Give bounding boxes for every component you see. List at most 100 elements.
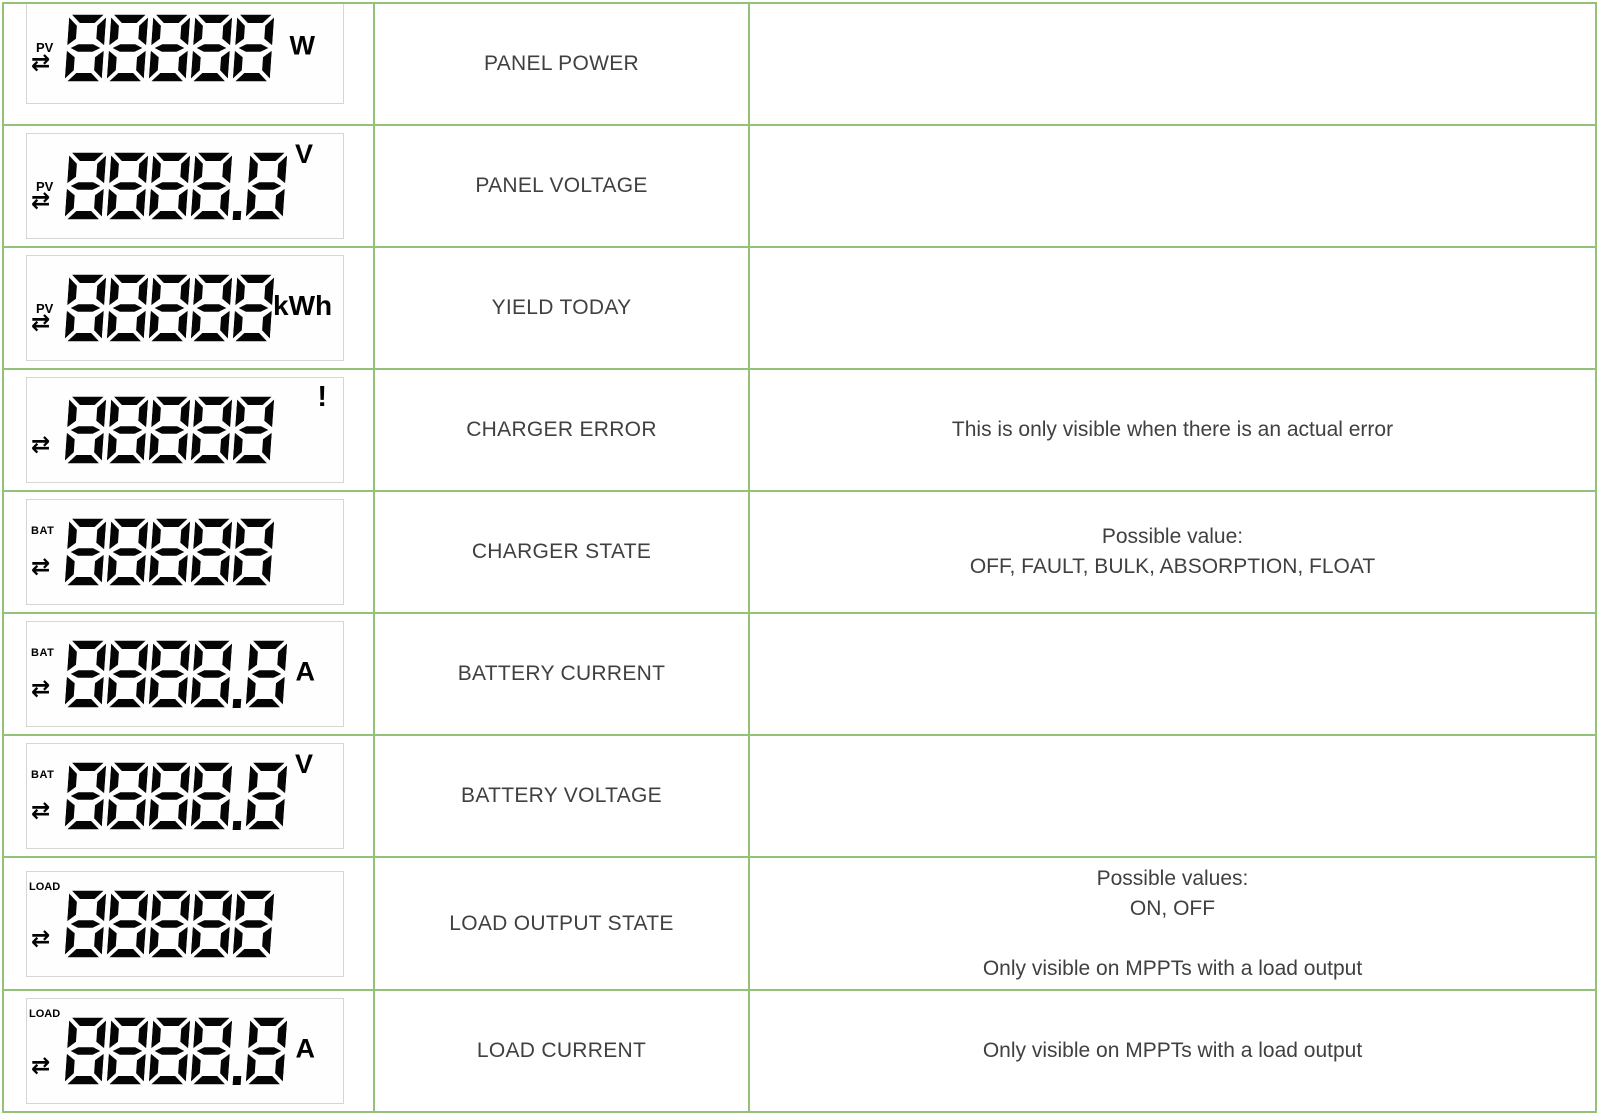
bat-indicator-label: BAT [31,647,55,659]
seven-segment-digit [190,518,233,586]
lcd-screen: LOAD ⇄ A [26,998,344,1104]
seven-segment-digit [64,152,107,220]
unit-label: V [294,749,313,779]
decimal-point-dot [232,699,242,708]
seven-segment-digit [245,640,288,708]
pv-indicator-label: PV [36,178,54,194]
table-row: PV⇄ kWh YIELD TODAY [2,246,1597,370]
seven-segment-digits [64,639,288,709]
bidirectional-arrows-icon: ⇄ [31,49,51,76]
lcd-display: BAT⇄ [4,499,373,605]
label-cell: LOAD CURRENT [373,989,750,1113]
error-exclamation-icon: ! [317,381,327,413]
display-label: BATTERY CURRENT [457,662,666,685]
seven-segment-digits [64,761,288,831]
lcd-screen: PV⇄ W [26,4,344,104]
table-row: BAT⇄A BATTERY CURRENT [2,612,1597,736]
display-cell: PV⇄V [2,124,375,248]
description-cell: Only visible on MPPTs with a load output [748,989,1597,1113]
label-cell: CHARGER ERROR [373,368,750,492]
seven-segment-digit [148,396,191,464]
seven-segment-digit [148,274,191,342]
lcd-screen: BAT ⇄ V [26,743,344,849]
seven-segment-digit [232,396,275,464]
label-cell: BATTERY VOLTAGE [373,734,750,858]
display-label: CHARGER ERROR [466,418,657,441]
lcd-screen: PV⇄ kWh [26,255,344,361]
unit-label: A [295,1033,316,1064]
description-line: Only visible on MPPTs with a load output [982,956,1363,980]
bat-indicator-label: BAT [31,769,55,781]
display-cell: LOAD ⇄ A [2,989,375,1113]
lcd-indicator-zone: LOAD ⇄ [27,872,67,976]
unit-label: kWh [273,290,333,321]
seven-segment-digit [232,14,275,81]
table-row: ⇄! CHARGER ERROR This is only visible when… [2,368,1597,492]
description-cell: Possible value:OFF, FAULT, BULK, ABSORPT… [748,490,1597,614]
load-indicator-label: LOAD [29,1008,61,1021]
lcd-indicator-zone: LOAD ⇄ [27,999,67,1103]
label-cell: LOAD OUTPUT STATE [373,856,750,991]
seven-segment-digit [245,762,288,830]
seven-segment-digit [190,640,233,708]
seven-segment-digit [232,518,275,586]
seven-segment-digit [64,1017,107,1085]
table-row: PV⇄ W PANEL POWER [2,2,1597,126]
description-line: OFF, FAULT, BULK, ABSORPTION, FLOAT [969,555,1376,578]
display-label: PANEL POWER [484,52,639,75]
lcd-display: ⇄! [4,377,373,483]
seven-segment-digit [190,1017,233,1085]
lcd-indicator-zone: PV⇄ [27,4,67,103]
seven-segment-digit [190,274,233,342]
description-line: This is only visible when there is an ac… [951,418,1394,441]
seven-segment-digit [64,762,107,830]
label-cell: PANEL POWER [373,2,750,126]
seven-segment-digits [64,517,275,587]
display-cell: BAT ⇄ V [2,734,375,858]
lcd-indicator-zone: PV⇄ [27,134,67,238]
lcd-indicator-zone: PV⇄ [27,256,67,360]
seven-segment-digits [64,889,275,959]
label-cell: PANEL VOLTAGE [373,124,750,248]
bidirectional-arrows-icon: ⇄ [31,554,51,581]
pv-indicator-label: PV [36,300,54,316]
unit-label: W [289,29,315,60]
seven-segment-digit [148,152,191,220]
bidirectional-arrows-icon: ⇄ [31,925,51,952]
seven-segment-digits [64,395,275,465]
seven-segment-digit [106,274,149,342]
seven-segment-digit [106,1017,149,1085]
seven-segment-digit [106,14,149,81]
description-cell [748,612,1597,736]
description-cell: This is only visible when there is an ac… [748,368,1597,492]
seven-segment-digit [106,396,149,464]
bidirectional-arrows-icon: ⇄ [31,1053,51,1080]
bidirectional-arrows-icon: ⇄ [31,798,51,825]
display-label: LOAD CURRENT [476,1039,647,1062]
lcd-display: PV⇄V [4,133,373,239]
display-label: PANEL VOLTAGE [475,174,648,197]
decimal-point-dot [232,821,242,830]
lcd-display: PV⇄ W [4,4,373,124]
lcd-display: LOAD ⇄ A [4,998,373,1104]
description-line: Only visible on MPPTs with a load output [982,1039,1363,1062]
load-indicator-label: LOAD [29,880,61,893]
description-line: Possible values: [1096,866,1249,890]
display-label: LOAD OUTPUT STATE [449,911,674,935]
display-cell: PV⇄ W [2,2,375,126]
description-cell [748,734,1597,858]
display-cell: BAT⇄A [2,612,375,736]
seven-segment-digit [64,518,107,586]
bidirectional-arrows-icon: ⇄ [31,188,51,215]
lcd-indicator-zone: BAT ⇄ [27,744,67,848]
seven-segment-digit [64,890,107,957]
table-row: PV⇄V PANEL VOLTAGE [2,124,1597,248]
seven-segment-digit [148,640,191,708]
display-label: YIELD TODAY [491,296,632,319]
lcd-screen: BAT⇄A [26,621,344,727]
label-cell: BATTERY CURRENT [373,612,750,736]
seven-segment-digit [190,152,233,220]
seven-segment-digit [232,274,275,342]
